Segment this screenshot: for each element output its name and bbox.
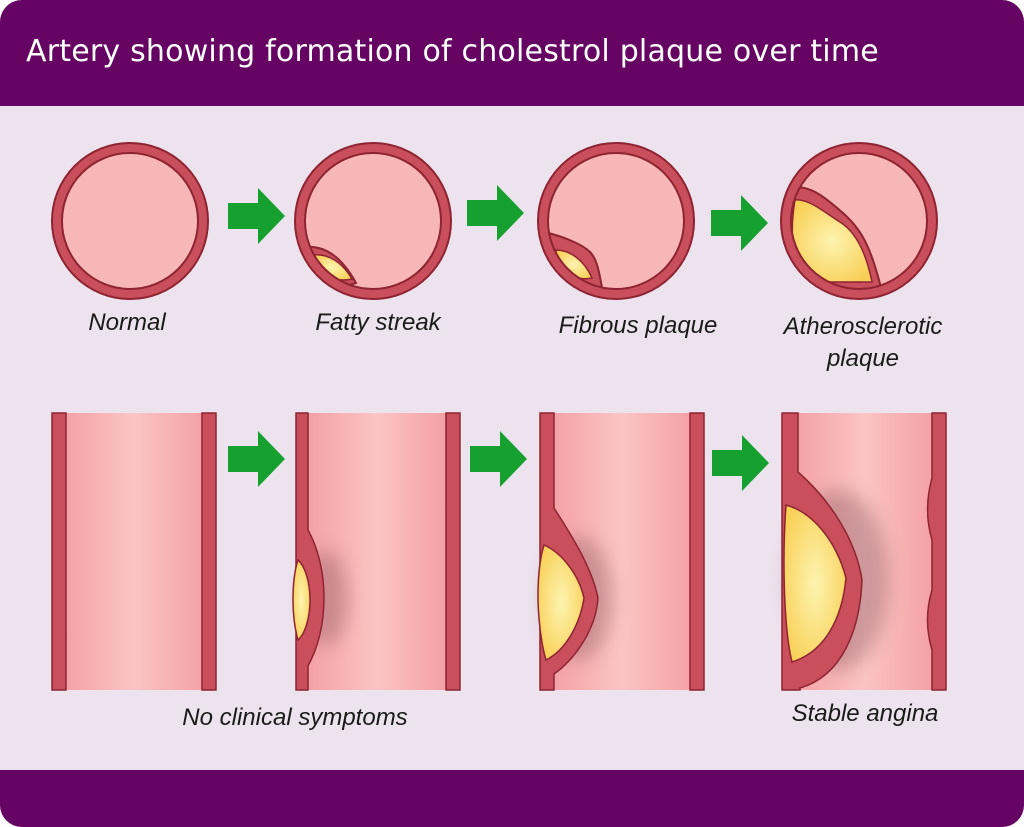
longitudinal-atherosclerotic-plaque	[781, 412, 947, 691]
arrow-right-icon	[228, 188, 285, 244]
longitudinal-fatty-streak	[292, 412, 461, 691]
longitudinal-normal	[51, 412, 217, 691]
arrow-right-icon	[470, 431, 527, 487]
stage-label-normal: Normal	[88, 309, 166, 336]
arrow-right-icon	[712, 435, 769, 491]
arrow-right-icon	[711, 195, 768, 251]
arrow-right-icon	[228, 431, 285, 487]
symptom-label-late: Stable angina	[791, 700, 939, 727]
cross-section-fibrous-plaque	[537, 142, 695, 300]
title-banner: Artery showing formation of cholestrol p…	[0, 0, 1024, 106]
stage-label-atherosclerotic: Atherosclerotic	[783, 313, 943, 340]
cross-section-fatty-streak	[294, 142, 452, 300]
stage-label-fatty-streak: Fatty streak	[315, 309, 441, 336]
footer-banner	[0, 770, 1024, 827]
arrow-right-icon	[467, 185, 524, 241]
stage-label-plaque: plaque	[826, 345, 900, 372]
symptom-label-early: No clinical symptoms	[182, 704, 408, 731]
longitudinal-fibrous-plaque	[537, 412, 705, 691]
stage-label-fibrous-plaque: Fibrous plaque	[558, 312, 718, 339]
page-title: Artery showing formation of cholestrol p…	[26, 34, 879, 69]
cross-section-atherosclerotic-plaque	[780, 142, 938, 300]
cross-section-normal	[51, 142, 209, 300]
